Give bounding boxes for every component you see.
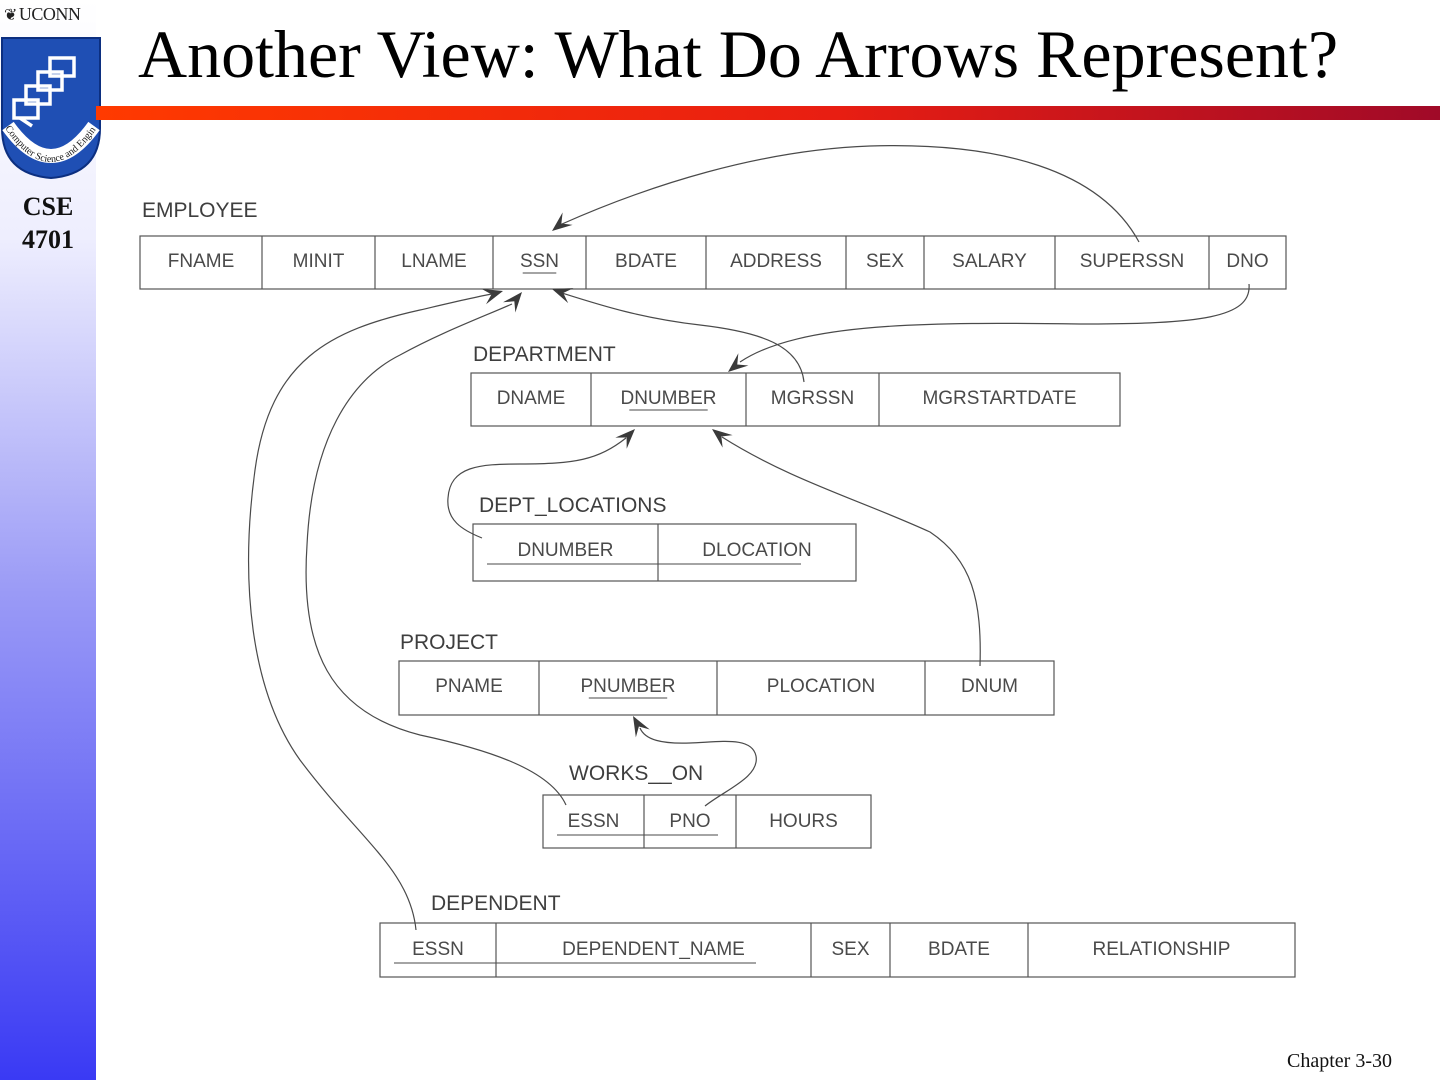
column-employee-lname: LNAME: [401, 251, 466, 272]
table-employee: EMPLOYEE FNAME MINIT LNAME SSN BDATE ADDRESS SE…: [139, 199, 1287, 290]
sidebar: [0, 0, 96, 1080]
arrowhead-icon: [633, 716, 650, 738]
arrowhead-icon: [552, 212, 573, 231]
course-number: 4701: [22, 225, 74, 254]
column-department-dname: DNAME: [497, 388, 566, 409]
arrow-line: [739, 283, 1250, 363]
column-department-mgrstartdate: MGRSTARTDATE: [922, 388, 1076, 409]
reference-arrow-works-on-essn-to-employee-ssn: [305, 292, 567, 806]
column-employee-address: ADDRESS: [730, 251, 822, 272]
arrow-line: [305, 303, 567, 806]
column-employee-salary: SALARY: [952, 251, 1027, 272]
arrow-line: [721, 436, 981, 667]
column-employee-fname: FNAME: [168, 251, 235, 272]
uconn-wordmark: ❦UCONN: [4, 4, 81, 25]
column-employee-bdate: BDATE: [615, 251, 677, 272]
course-subject: CSE: [22, 192, 74, 221]
uconn-wordmark-text: UCONN: [18, 4, 81, 24]
table-name-dependent: DEPENDENT: [431, 892, 561, 915]
arrowhead-icon: [503, 292, 522, 313]
reference-arrow-project-dnum-to-department-dnumber: [712, 429, 981, 667]
column-department-dnumber: DNUMBER: [620, 388, 716, 409]
table-dependent: DEPENDENT ESSN DEPENDENT_NAME SEX BDATE RELAT…: [379, 892, 1296, 978]
arrowhead-icon: [728, 353, 749, 372]
column-dependent-sex: SEX: [831, 939, 869, 960]
arrows-layer: [248, 145, 1250, 931]
table-name-employee: EMPLOYEE: [142, 199, 258, 222]
reference-arrow-dept-locations-dnumber-to-department-dnumber: [447, 429, 635, 539]
cse-department-logo: Computer Science and Engineering: [0, 36, 101, 180]
column-employee-superssn: SUPERSSN: [1080, 251, 1185, 272]
table-frame: [139, 235, 1287, 290]
column-dependent-dependent-name: DEPENDENT_NAME: [562, 939, 745, 960]
reference-arrow-department-mgrssn-to-employee-ssn: [552, 288, 805, 383]
column-project-pname: PNAME: [435, 676, 503, 697]
column-project-pnumber: PNUMBER: [580, 676, 675, 697]
column-dept-locations-dlocation: DLOCATION: [702, 540, 811, 561]
table-name-project: PROJECT: [400, 631, 498, 654]
arrow-line: [248, 293, 493, 931]
arrow-line: [447, 437, 627, 539]
reference-arrow-dependent-essn-to-employee-ssn: [248, 288, 503, 931]
reference-arrow-works-on-pno-to-project-pnumber: [633, 716, 757, 807]
table-frame: [398, 660, 1055, 716]
slide-footer: Chapter 3-30: [1287, 1050, 1392, 1072]
reference-arrow-employee-superssn-to-employee-ssn: [552, 145, 1140, 243]
oak-leaf-icon: ❦: [4, 7, 17, 24]
arrowhead-icon: [481, 288, 503, 305]
table-department: DEPARTMENT DNAME DNUMBER MGRSSN MGRSTARTDATE: [470, 343, 1121, 427]
column-dependent-essn: ESSN: [412, 939, 464, 960]
column-project-plocation: PLOCATION: [767, 676, 875, 697]
table-name-dept-locations: DEPT_LOCATIONS: [479, 494, 666, 517]
table-name-works-on: WORKS__ON: [569, 762, 703, 785]
column-works-on-pno: PNO: [669, 811, 710, 832]
column-department-mgrssn: MGRSSN: [771, 388, 854, 409]
reference-arrow-employee-dno-to-department-dnumber: [728, 283, 1250, 372]
table-project: PROJECT PNAME PNUMBER PLOCATION DNUM: [398, 631, 1055, 716]
table-name-department: DEPARTMENT: [473, 343, 616, 366]
table-frame: [379, 922, 1296, 978]
tables-layer: EMPLOYEE FNAME MINIT LNAME SSN BDATE ADDRESS SE…: [139, 199, 1296, 978]
arrowhead-icon: [552, 288, 574, 304]
table-frame: [472, 523, 857, 582]
column-works-on-hours: HOURS: [769, 811, 838, 832]
slide-title: Another View: What Do Arrows Represent?: [138, 16, 1339, 92]
table-frame: [470, 372, 1121, 427]
arrow-line: [561, 292, 805, 383]
column-dept-locations-dnumber: DNUMBER: [517, 540, 613, 561]
course-code: CSE 4701: [0, 190, 96, 256]
column-project-dnum: DNUM: [961, 676, 1018, 697]
arrow-line: [639, 727, 757, 807]
column-employee-ssn: SSN: [520, 251, 559, 272]
arrow-line: [561, 145, 1140, 243]
table-dept-locations: DEPT_LOCATIONS DNUMBER DLOCATION: [472, 494, 857, 582]
title-underline-bar: [96, 106, 1440, 120]
column-dependent-bdate: BDATE: [928, 939, 990, 960]
column-employee-sex: SEX: [866, 251, 904, 272]
column-dependent-relationship: RELATIONSHIP: [1093, 939, 1231, 960]
column-employee-dno: DNO: [1226, 251, 1268, 272]
column-works-on-essn: ESSN: [568, 811, 620, 832]
arrowhead-icon: [615, 429, 635, 449]
column-employee-minit: MINIT: [293, 251, 345, 272]
arrowhead-icon: [712, 429, 733, 448]
